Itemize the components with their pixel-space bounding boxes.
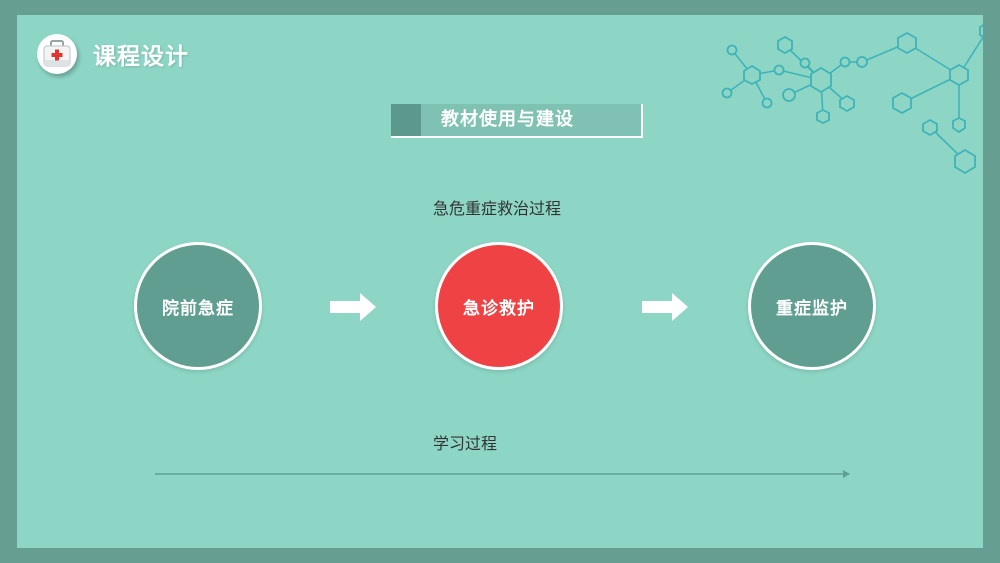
molecule-decoration-icon [721,24,983,175]
first-aid-kit-icon [37,34,77,74]
stage-circle-prehospital: 院前急症 [134,242,262,370]
section-title: 教材使用与建设 [441,109,574,130]
flow-caption: 急危重症救治过程 [433,199,562,218]
stage-circle-icu: 重症监护 [748,242,876,370]
slide-canvas: 课程设计 [17,15,983,548]
banner-tab [391,104,421,136]
right-arrow-icon [330,293,376,321]
header: 课程设计 [37,32,189,76]
right-arrow-icon [642,293,688,321]
section-banner: 教材使用与建设 [391,104,643,138]
learning-caption: 学习过程 [433,434,498,453]
learning-timeline-arrow [155,470,850,478]
page-title: 课程设计 [93,44,189,70]
stage-circle-emergency: 急诊救护 [435,242,563,370]
